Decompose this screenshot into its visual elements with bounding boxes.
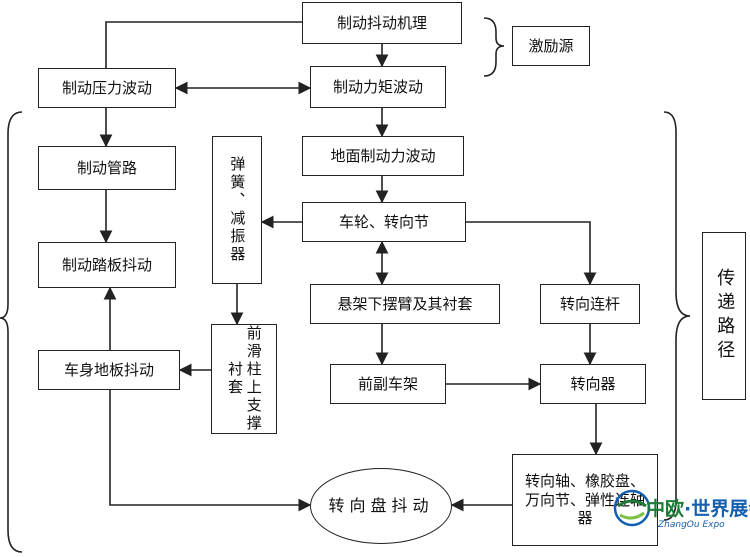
node-floor-shake: 车身地板抖动 (38, 350, 180, 390)
node-strut-mount: 前滑柱上支撑衬套 (211, 324, 277, 434)
brace-transmission-path (663, 111, 691, 521)
node-torque-fluctuation: 制动力矩波动 (310, 66, 446, 108)
node-steering-gear: 转向器 (540, 364, 646, 404)
brace-excitation (483, 17, 505, 77)
edge-wheel-tierod (466, 221, 597, 286)
node-pedal-shake: 制动踏板抖动 (38, 242, 176, 288)
node-excitation-source: 激励源 (512, 26, 590, 66)
globe-icon (613, 489, 651, 527)
node-wheel-knuckle: 车轮、转向节 (302, 202, 466, 242)
edge-mechanism-pressure (105, 21, 302, 68)
node-control-arm-bushing: 悬架下摆臂及其衬套 (310, 284, 500, 324)
bracket-left (0, 111, 23, 553)
watermark-brand-cn-a: 中欧 (646, 498, 685, 520)
node-tie-rod: 转向连杆 (540, 284, 640, 324)
watermark-brand-cn-b: ·世界展会 (684, 498, 750, 520)
node-subframe: 前副车架 (330, 364, 446, 404)
watermark-brand-cn: 中欧·世界展会 (646, 494, 750, 521)
node-ground-force-fluctuation: 地面制动力波动 (302, 136, 464, 176)
watermark-brand-en: ZhangOu Expo (658, 520, 725, 530)
node-brake-pipe: 制动管路 (38, 146, 176, 190)
node-pressure-fluctuation: 制动压力波动 (38, 68, 176, 108)
node-mechanism: 制动抖动机理 (302, 2, 462, 44)
node-transmission-path: 传递路径 (702, 232, 746, 400)
node-steering-wheel-shake: 转向盘抖动 (310, 468, 452, 544)
watermark-logo: 中欧·世界展会 ZhangOu Expo (610, 486, 750, 552)
edge-floor-wheel (109, 390, 312, 512)
node-spring-damper: 弹簧、减振器 (212, 136, 262, 284)
